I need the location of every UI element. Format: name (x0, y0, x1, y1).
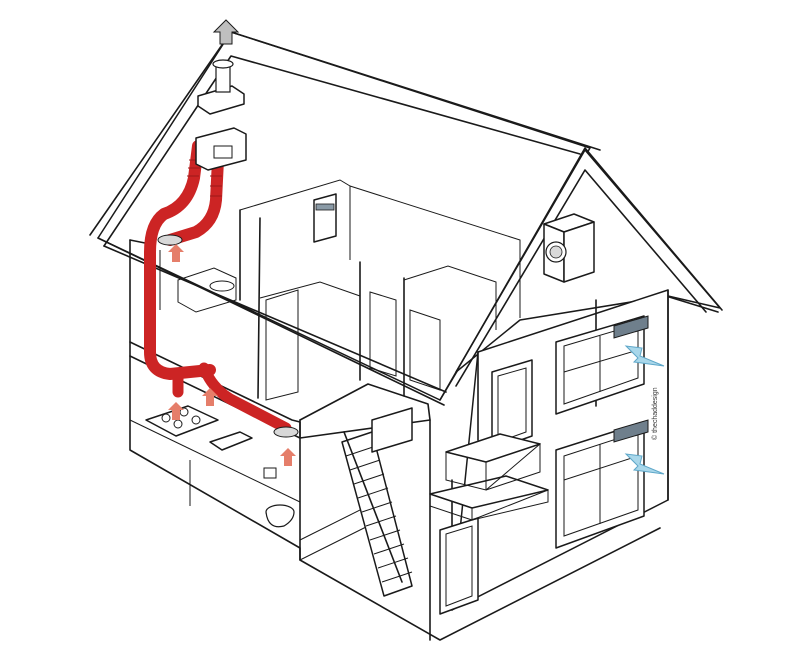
supply-arrow-icon (168, 244, 296, 466)
copyright-credit: © thechaddesign (652, 387, 659, 440)
cooktop (145, 405, 219, 437)
ventilation-unit (195, 127, 247, 171)
bathroom-fixtures (159, 250, 237, 313)
air-conditioner (613, 315, 649, 443)
staircase (341, 407, 413, 597)
windows (265, 193, 645, 615)
washing-machine (543, 213, 595, 283)
kitchen-sink (209, 431, 253, 451)
intake-arrow-icon (624, 345, 665, 475)
duct-terminal (157, 234, 299, 438)
exhaust-arrow-icon (212, 19, 240, 45)
ventilation-duct (144, 140, 292, 434)
roof-vent-cap (197, 59, 245, 115)
toilet (263, 467, 295, 528)
